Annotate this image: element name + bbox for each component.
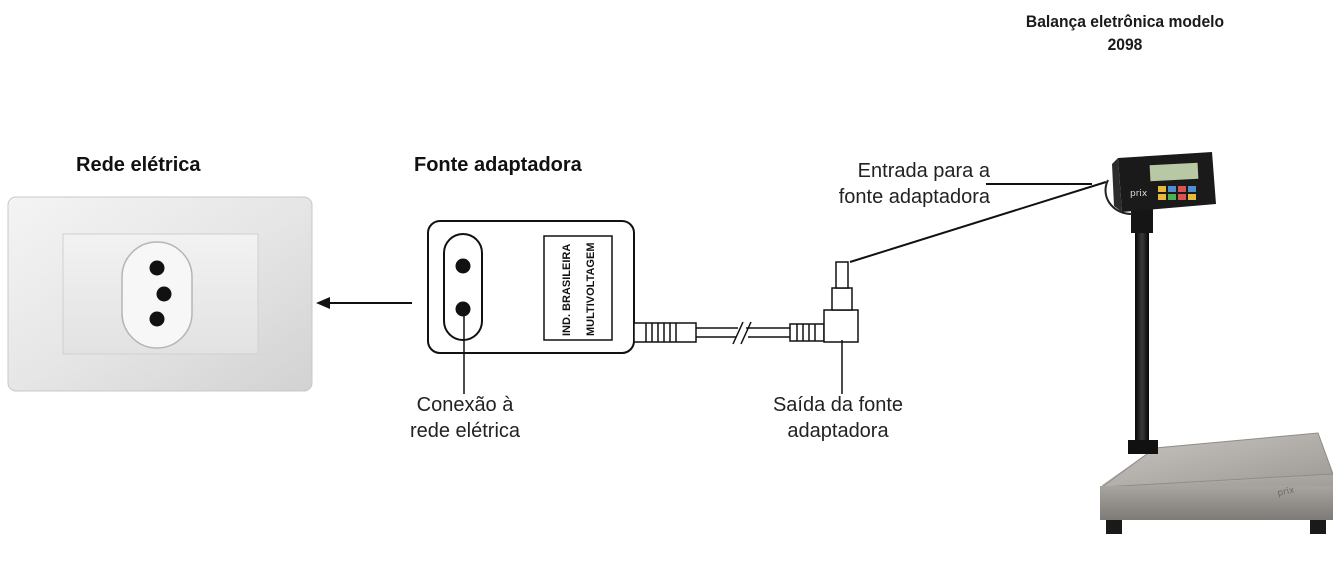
output-caption: Saída da fonte adaptadora	[748, 392, 928, 444]
scale-column	[1135, 205, 1149, 450]
indicator-key-5	[1158, 194, 1166, 200]
scale-title-line1: Balança eletrônica modelo	[1025, 12, 1225, 31]
adapter-pin-top	[455, 258, 471, 274]
grid-connection-caption: Conexão à rede elétrica	[380, 392, 550, 444]
grid-connection-line2: rede elétrica	[409, 420, 521, 442]
output-plug	[823, 261, 859, 343]
output-caption-line1: Saída da fonte	[772, 394, 904, 416]
scale-platform: prix	[1100, 432, 1333, 534]
indicator-key-2	[1168, 186, 1176, 192]
indicator-key-3	[1178, 186, 1186, 192]
scale-image: prix prix	[1100, 152, 1333, 534]
adapter-label-line1: IND. BRASILEIRA	[561, 244, 573, 336]
input-caption: Entrada para a fonte adaptadora	[790, 158, 990, 210]
adapter-plug-outline	[443, 233, 483, 341]
adapter-cable-relief	[633, 322, 697, 343]
indicator-key-8	[1188, 194, 1196, 200]
outlet-hole-bottom	[149, 311, 165, 327]
indicator-key-4	[1188, 186, 1196, 192]
indicator-key-1	[1158, 186, 1166, 192]
column-top-clamp	[1131, 205, 1153, 233]
indicator-display	[1149, 162, 1199, 182]
scale-title-line2: 2098	[1107, 35, 1143, 54]
outlet-hole-top	[149, 260, 165, 276]
adapter-cable	[696, 321, 790, 345]
grid-connection-line1: Conexão à	[416, 394, 514, 416]
indicator-key-6	[1168, 194, 1176, 200]
input-caption-line2: fonte adaptadora	[838, 186, 990, 208]
indicator-brand: prix	[1130, 189, 1148, 199]
adapter-pin-bottom	[455, 301, 471, 317]
indicator-key-7	[1178, 194, 1186, 200]
power-adapter-drawing: IND. BRASILEIRA MULTIVOLTAGEM	[427, 220, 859, 354]
power-grid-heading: Rede elétrica	[76, 154, 201, 176]
platform-brand: prix	[1277, 485, 1297, 499]
scale-indicator: prix	[1112, 152, 1216, 212]
wall-outlet-image	[7, 196, 313, 392]
scale-title: Balança eletrônica modelo 2098	[973, 10, 1277, 56]
indicator-cable	[1104, 179, 1133, 215]
adapter-label-line2: MULTIVOLTAGEM	[585, 243, 597, 336]
adapter-heading: Fonte adaptadora	[414, 154, 582, 176]
column-base	[1128, 440, 1158, 454]
outlet-hole-ground	[156, 286, 172, 302]
output-cable-relief	[789, 323, 825, 342]
input-caption-line1: Entrada para a	[857, 160, 990, 182]
output-caption-line2: adaptadora	[787, 420, 889, 442]
arrow-to-outlet	[316, 297, 412, 309]
adapter-label-box	[543, 235, 613, 341]
input-pointer	[849, 181, 1107, 263]
